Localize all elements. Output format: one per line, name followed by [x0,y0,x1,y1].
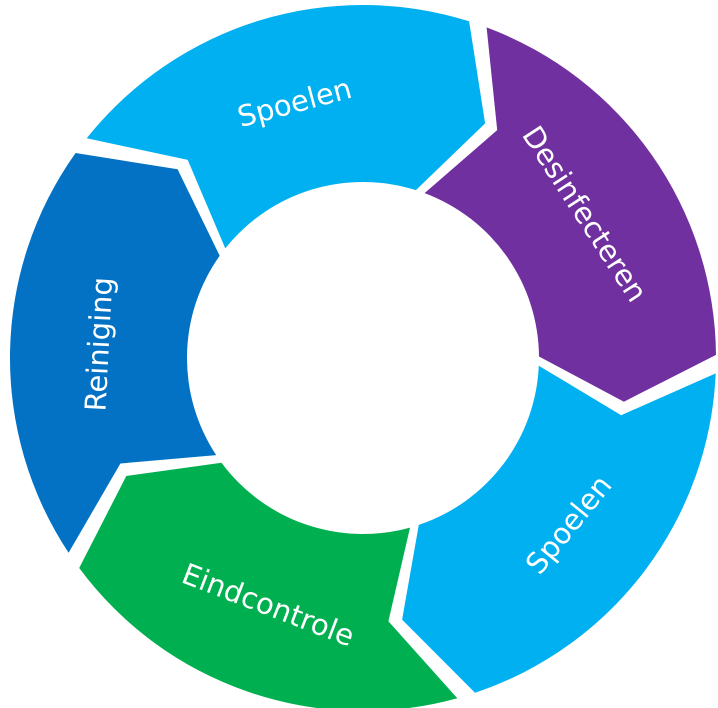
segment-spoelen-top [86,4,486,249]
segment-reiniging [9,153,220,553]
segment-desinfecteren [424,27,716,402]
label-reiniging: Reiniging [78,276,119,412]
segment-eindcontrole [79,462,458,708]
segment-group [9,4,716,708]
segment-spoelen-bottom [402,365,716,693]
